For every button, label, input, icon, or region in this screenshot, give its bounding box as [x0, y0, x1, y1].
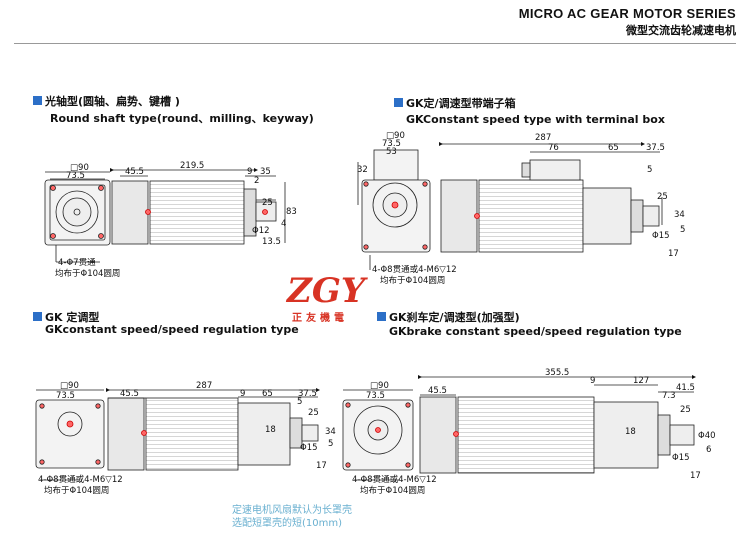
dim-label: 37.5 [646, 143, 665, 153]
dim-label: 均布于Φ104圆周 [360, 485, 425, 496]
dim-label: 53 [386, 147, 397, 157]
dim-label: 4-Φ7贯通 [58, 257, 96, 268]
dim-label: □90 [70, 163, 89, 173]
dim-label: 均布于Φ104圆周 [44, 485, 109, 496]
dim-label: 7.3 [662, 391, 676, 401]
dim-label: □90 [386, 131, 405, 141]
drawing-brake [342, 375, 696, 481]
drawing-round-shaft [44, 168, 286, 263]
dim-label: Φ40 [698, 431, 716, 441]
dim-label: 25 [657, 192, 668, 202]
dim-label: 17 [690, 471, 701, 481]
dim-label: 2 [254, 176, 259, 186]
section-1-subtitle: Round shaft type(round、milling、keyway) [50, 112, 314, 125]
dim-label: 5 [328, 439, 333, 449]
dim-label: 73.5 [66, 171, 85, 181]
dim-label: 18 [625, 427, 636, 437]
dim-label: Φ15 [300, 443, 318, 453]
section-4-subtitle: GKbrake constant speed/speed regulation … [389, 325, 682, 338]
dim-label: Φ15 [652, 231, 670, 241]
dim-label: 35 [260, 167, 271, 177]
dim-label: 4 [281, 219, 286, 229]
dim-label: 9 [247, 167, 252, 177]
dim-label: 65 [608, 143, 619, 153]
drawing-constant-speed [35, 388, 320, 481]
dim-label: 41.5 [676, 383, 695, 393]
dim-label: 45.5 [125, 167, 144, 177]
dim-label: 均布于Φ104圆周 [380, 275, 445, 286]
dim-label: 均布于Φ104圆周 [55, 268, 120, 279]
section-marker [33, 96, 42, 105]
dim-label: 73.5 [366, 391, 385, 401]
dim-label: 18 [265, 425, 276, 435]
header-title: MICRO AC GEAR MOTOR SERIES [518, 6, 736, 21]
section-marker [394, 98, 403, 107]
dim-label: 127 [633, 376, 649, 386]
dim-label: 17 [668, 249, 679, 259]
section-2-subtitle: GKConstant speed type with terminal box [406, 113, 665, 126]
section-3-title: GK 定调型 [45, 311, 100, 324]
section-3-subtitle: GKconstant speed/speed regulation type [45, 323, 299, 336]
dim-label: 73.5 [56, 391, 75, 401]
dim-label: 45.5 [120, 389, 139, 399]
footnote-line-1: 定速电机风扇默认为长罩壳 [232, 505, 352, 516]
dim-label: 355.5 [545, 368, 569, 378]
dim-label: 5 [297, 397, 302, 407]
section-1-title: 光轴型(圆轴、扁势、键槽 ) [45, 95, 180, 108]
dim-label: □90 [60, 381, 79, 391]
header-divider [14, 43, 736, 44]
dim-label: Φ12 [252, 226, 270, 236]
dim-label: 5 [680, 225, 685, 235]
dim-label: 32 [357, 165, 368, 175]
dim-label: 34 [325, 427, 336, 437]
dim-label: 73.5 [382, 139, 401, 149]
drawing-terminal-box-dims: □90 73.5 53 32 287 76 65 37.5 5 25 34 Φ1… [357, 131, 685, 286]
drawing-brake-dims: □90 73.5 45.5 355.5 9 127 41.5 7.3 25 18… [352, 368, 716, 496]
dim-label: 13.5 [262, 237, 281, 247]
section-2-title: GK定/调速型带端子箱 [406, 97, 516, 110]
dim-label: 76 [548, 143, 559, 153]
header-subtitle: 微型交流齿轮减速电机 [626, 24, 736, 37]
dim-label: 25 [680, 405, 691, 415]
dim-label: 4-Φ8贯通或4-M6▽12 [38, 474, 123, 485]
dim-label: 34 [674, 210, 685, 220]
dim-label: 25 [262, 198, 273, 208]
dim-label: 5 [647, 165, 652, 175]
dim-label: Φ15 [672, 453, 690, 463]
section-marker [377, 312, 386, 321]
dim-label: 9 [240, 389, 245, 399]
drawing-round-shaft-dims: □90 73.5 219.5 45.5 9 35 2 25 83 4 Φ12 1… [55, 161, 297, 279]
drawing-constant-speed-dims: □90 73.5 45.5 287 9 65 37.5 5 25 18 34 Φ… [38, 381, 336, 496]
footnote-line-2: 选配短罩壳的短(10mm) [232, 518, 343, 529]
drawing-terminal-box [357, 142, 663, 270]
dim-label: 9 [590, 376, 595, 386]
footnote: 定速电机风扇默认为长罩壳 选配短罩壳的短(10mm) [232, 504, 352, 530]
dim-label: 37.5 [298, 389, 317, 399]
dim-label: 219.5 [180, 161, 204, 171]
dim-label: 287 [196, 381, 212, 391]
dim-label: 287 [535, 133, 551, 143]
zgy-logo: ZGY 正友機電 [285, 271, 368, 324]
dim-label: 17 [316, 461, 327, 471]
logo-sub: 正友機電 [292, 311, 348, 324]
dim-label: 4-Φ8贯通或4-M6▽12 [352, 474, 437, 485]
dim-label: 4-Φ8贯通或4-M6▽12 [372, 264, 457, 275]
section-4-title: GK刹车定/调速型(加强型) [389, 311, 520, 324]
dim-label: 6 [706, 445, 711, 455]
dim-label: □90 [370, 381, 389, 391]
logo-brand: ZGY [285, 271, 368, 311]
section-marker [33, 312, 42, 321]
dim-label: 83 [286, 207, 297, 217]
dim-label: 65 [262, 389, 273, 399]
dim-label: 45.5 [428, 386, 447, 396]
dim-label: 25 [308, 408, 319, 418]
